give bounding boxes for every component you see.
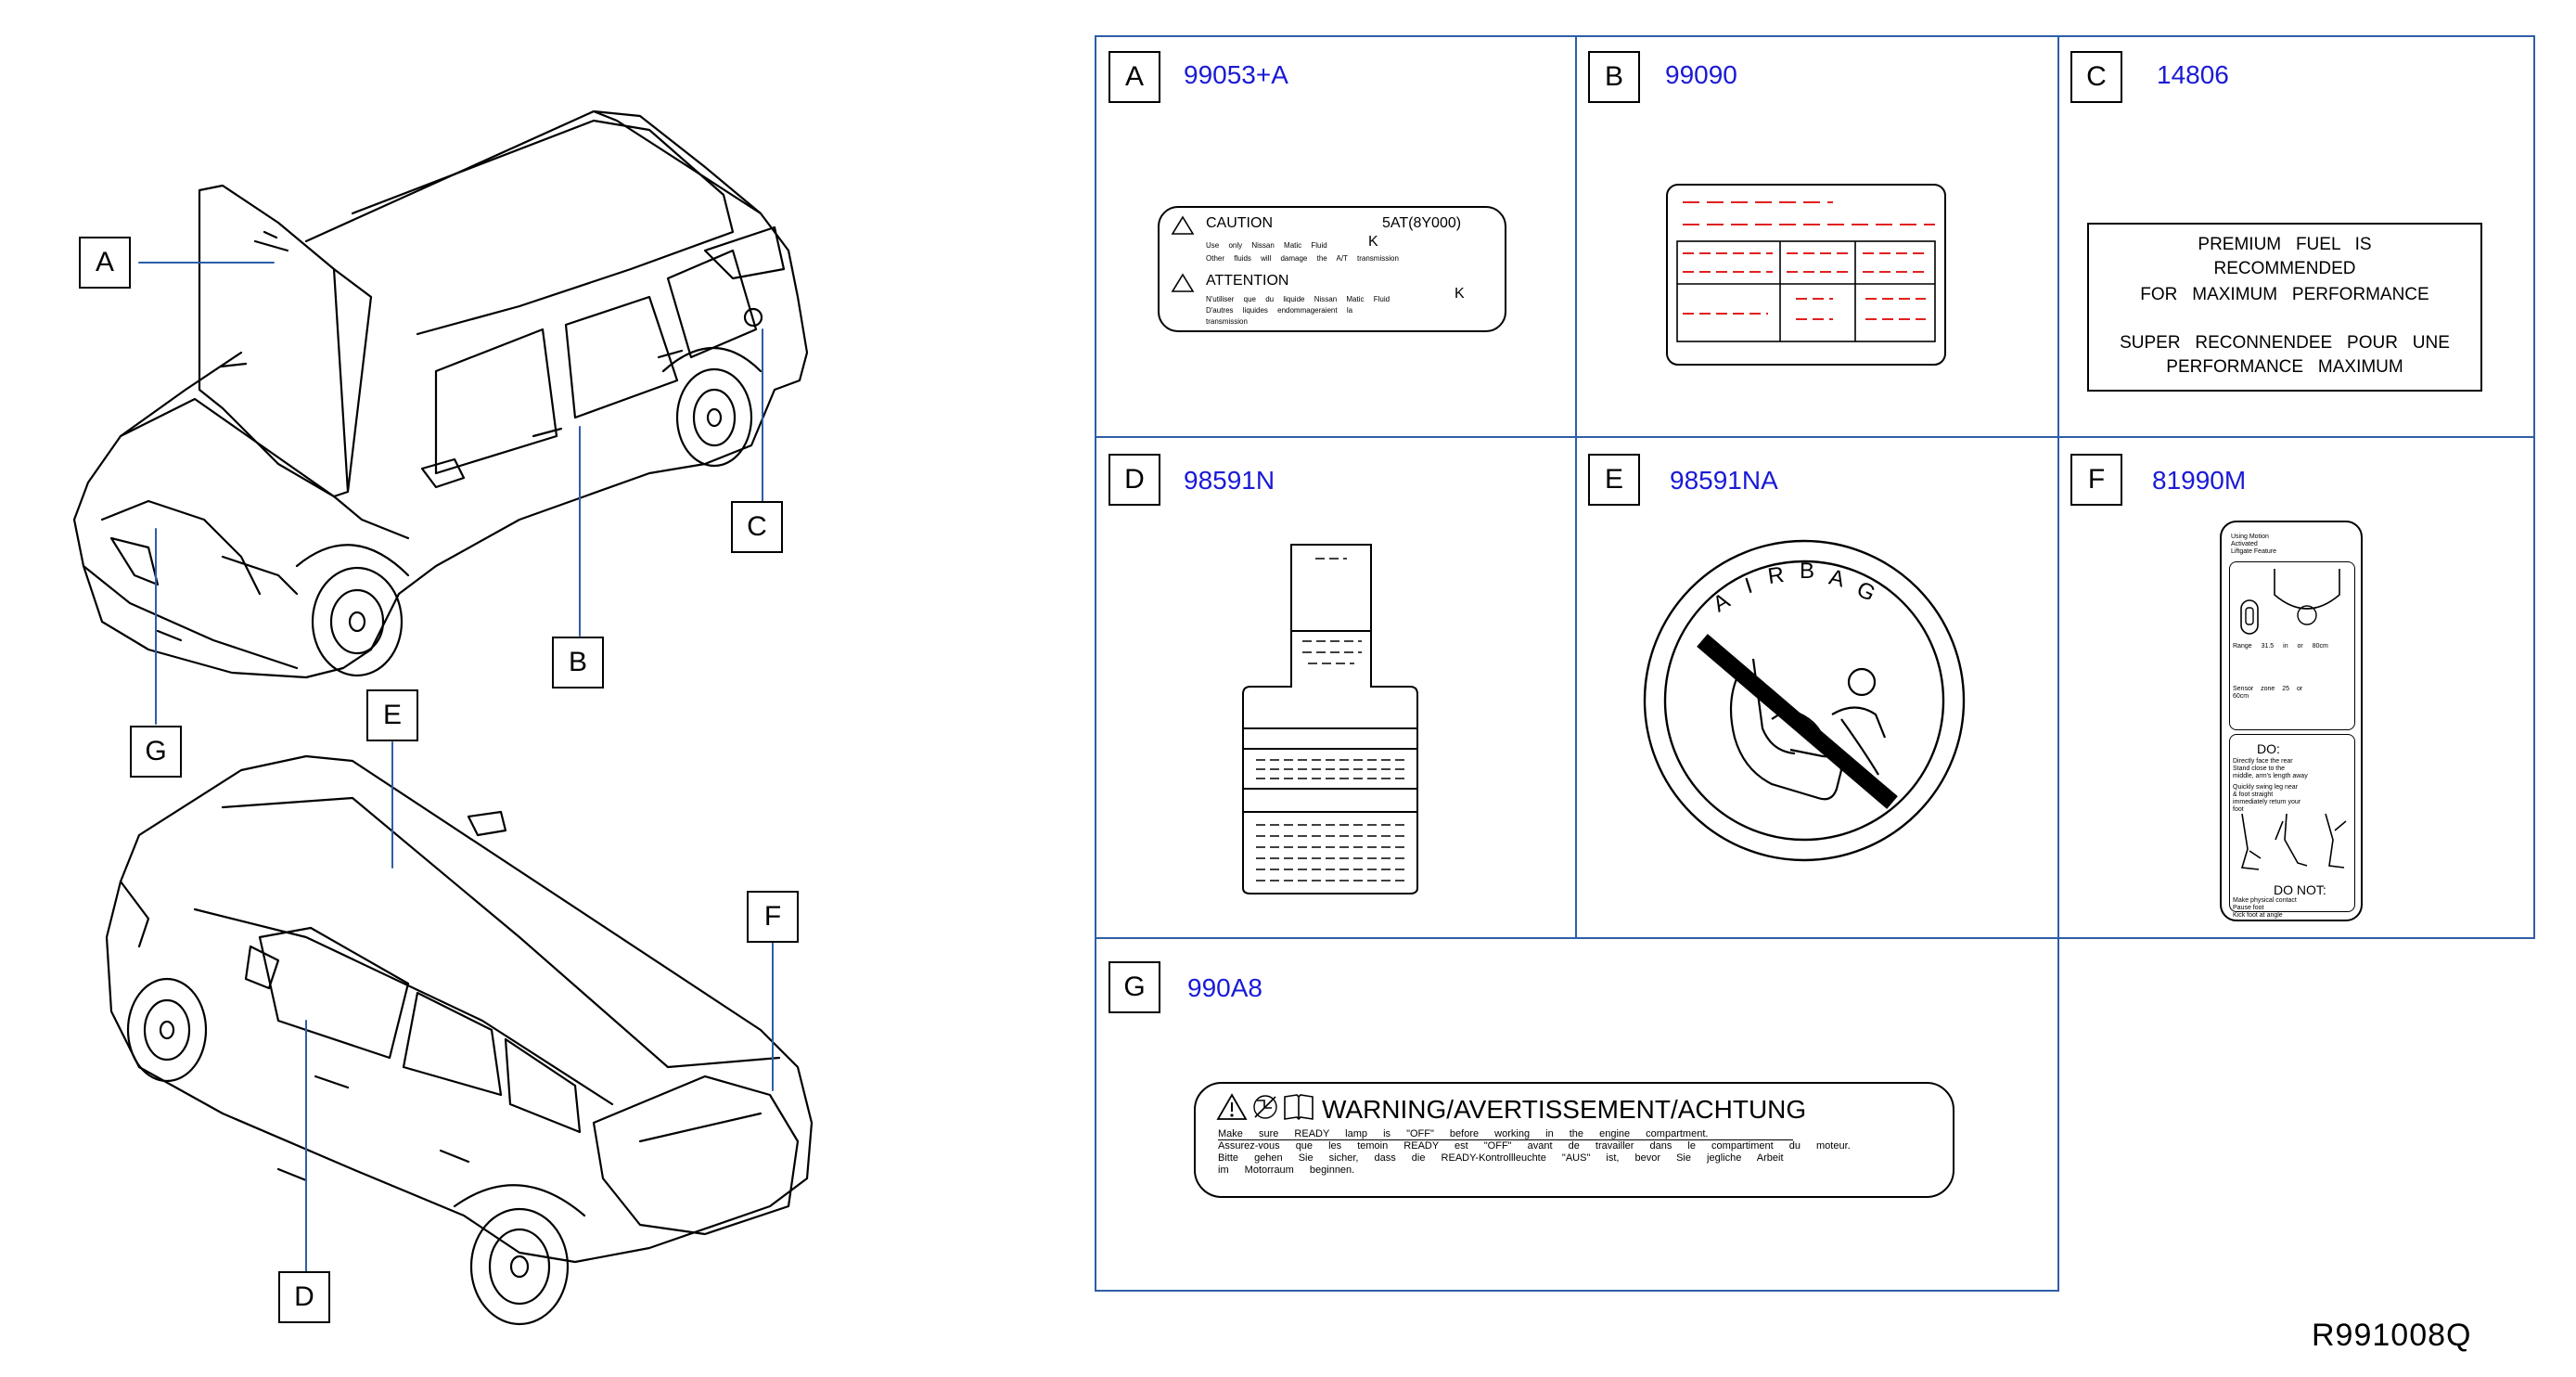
cell-d-part-number: 98591N [1184, 466, 1275, 495]
label-g-line-3: Bitte gehen Sie sicher, dass die READY-K… [1218, 1152, 1784, 1164]
label-a-caution-heading: CAUTION [1206, 215, 1273, 231]
cell-b-letter: B [1588, 51, 1640, 103]
front-view-car [72, 109, 809, 679]
rear-view-car [105, 754, 814, 1326]
label-f-range: Range 31.5 in or 80cm [2233, 643, 2328, 650]
callout-d: D [278, 1271, 330, 1323]
callout-e: E [366, 689, 418, 741]
label-f-do-1: Directly face the rear [2233, 758, 2293, 765]
warning-triangle-icon [1216, 1093, 1248, 1120]
label-f-donot-heading: DO NOT: [2274, 882, 2326, 897]
label-g-title: WARNING/AVERTISSEMENT/ACHTUNG [1322, 1095, 1807, 1124]
label-c-line-5: PERFORMANCE MAXIMUM [2166, 357, 2403, 377]
liftgate-sensor-icon [2274, 569, 2340, 625]
label-f-motion-liftgate: Using Motion Activated Liftgate Feature … [2220, 521, 2363, 921]
label-f-do-4: Quickly swing leg near [2233, 784, 2299, 791]
label-e-airbag-warning [1643, 539, 1966, 862]
label-b-placard [1666, 184, 1946, 366]
label-f-bottom-panel [2229, 734, 2355, 912]
label-f-donot-3: Kick foot at angle [2233, 912, 2283, 919]
label-g-line-2: Assurez-vous que les temoin READY est "O… [1218, 1140, 1851, 1152]
callout-g: G [130, 726, 182, 778]
label-a-at-fluid-caution: CAUTION 5AT(8Y000) Use only Nissan Matic… [1158, 206, 1506, 332]
label-f-sensor-zone: Sensor zone 25 or [2233, 686, 2303, 692]
label-g-underline [1218, 1139, 1793, 1140]
manual-book-icon [1284, 1094, 1314, 1121]
label-a-line-4: D'autres liquides endommageraient la [1206, 306, 1353, 315]
label-f-donot-1: Make physical contact [2233, 897, 2297, 904]
callout-b: B [552, 637, 604, 688]
label-f-title-3: Liftgate Feature [2231, 548, 2277, 555]
cell-a-part-number: 99053+A [1184, 60, 1288, 89]
label-f-do-heading: DO: [2257, 741, 2280, 756]
label-f-do-3: middle, arm's length away [2233, 773, 2308, 779]
cell-e-letter: E [1588, 454, 1640, 506]
open-hood [198, 184, 350, 498]
airbag-letter-r: R [1766, 561, 1787, 590]
cell-f-part-number: 81990M [2152, 466, 2247, 495]
label-f-do-7: foot [2233, 806, 2244, 813]
label-f-title-1: Using Motion [2231, 534, 2269, 540]
label-a-k-mark-2: K [1455, 286, 1465, 302]
label-a-line-2: Other fluids will damage the A/T transmi… [1206, 254, 1399, 263]
label-a-k-mark: K [1368, 234, 1378, 250]
leader-lines [138, 262, 774, 1272]
vehicle-illustrations [72, 109, 814, 1326]
label-a-line-1: Use only Nissan Matic Fluid [1206, 241, 1327, 250]
label-a-model-code: 5AT(8Y000) [1382, 215, 1462, 231]
label-f-top-panel [2229, 561, 2355, 730]
label-g-line-1: Make sure READY lamp is "OFF" before wor… [1218, 1128, 1709, 1139]
label-c-line-1: PREMIUM FUEL IS [2198, 235, 2372, 254]
reference-number: R991008Q [2312, 1318, 2472, 1353]
leg-motion-icon [2240, 813, 2347, 870]
label-a-line-3: N'utiliser que du liquide Nissan Matic F… [1206, 295, 1391, 303]
key-fob-icon [2240, 599, 2259, 635]
label-c-line-2: RECOMMENDED [2213, 259, 2356, 278]
cell-e-part-number: 98591NA [1670, 466, 1778, 495]
cell-c-part-number: 14806 [2157, 60, 2229, 89]
cell-b-part-number: 99090 [1665, 60, 1737, 89]
callout-f: F [747, 891, 799, 943]
label-g-engine-warning: WARNING/AVERTISSEMENT/ACHTUNG Make sure … [1194, 1082, 1954, 1198]
cell-a-letter: A [1109, 51, 1160, 103]
label-a-line-5: transmission [1206, 317, 1248, 326]
label-c-line-4: SUPER RECONNENDEE POUR UNE [2120, 333, 2450, 353]
label-f-do-2: Stand close to the [2233, 766, 2286, 772]
label-f-do-6: immediately return your [2233, 799, 2301, 805]
airbag-letter-b: B [1800, 559, 1815, 584]
label-f-do-5: & foot straight [2233, 791, 2274, 798]
label-f-sensor-cm: 60cm [2233, 693, 2249, 700]
label-f-donot-2: Pause foot [2233, 905, 2264, 911]
cell-g-part-number: 990A8 [1187, 973, 1262, 1002]
label-c-premium-fuel: PREMIUM FUEL IS RECOMMENDED FOR MAXIMUM … [2087, 223, 2482, 392]
warning-triangle-icon [1171, 215, 1195, 235]
label-d-sun-visor [1242, 544, 1418, 894]
label-f-title-2: Activated [2231, 541, 2258, 547]
label-a-attention-heading: ATTENTION [1206, 273, 1289, 289]
label-c-line-3: FOR MAXIMUM PERFORMANCE [2140, 285, 2429, 304]
no-touch-icon [1253, 1095, 1277, 1119]
warning-triangle-icon [1171, 273, 1195, 292]
callout-a: A [79, 237, 131, 289]
cell-d-letter: D [1109, 454, 1160, 506]
callout-c: C [731, 501, 783, 553]
cell-g-letter: G [1109, 961, 1160, 1013]
cell-f-letter: F [2070, 454, 2122, 506]
label-g-line-4: im Motorraum beginnen. [1218, 1165, 1355, 1176]
cell-c-letter: C [2070, 51, 2122, 103]
